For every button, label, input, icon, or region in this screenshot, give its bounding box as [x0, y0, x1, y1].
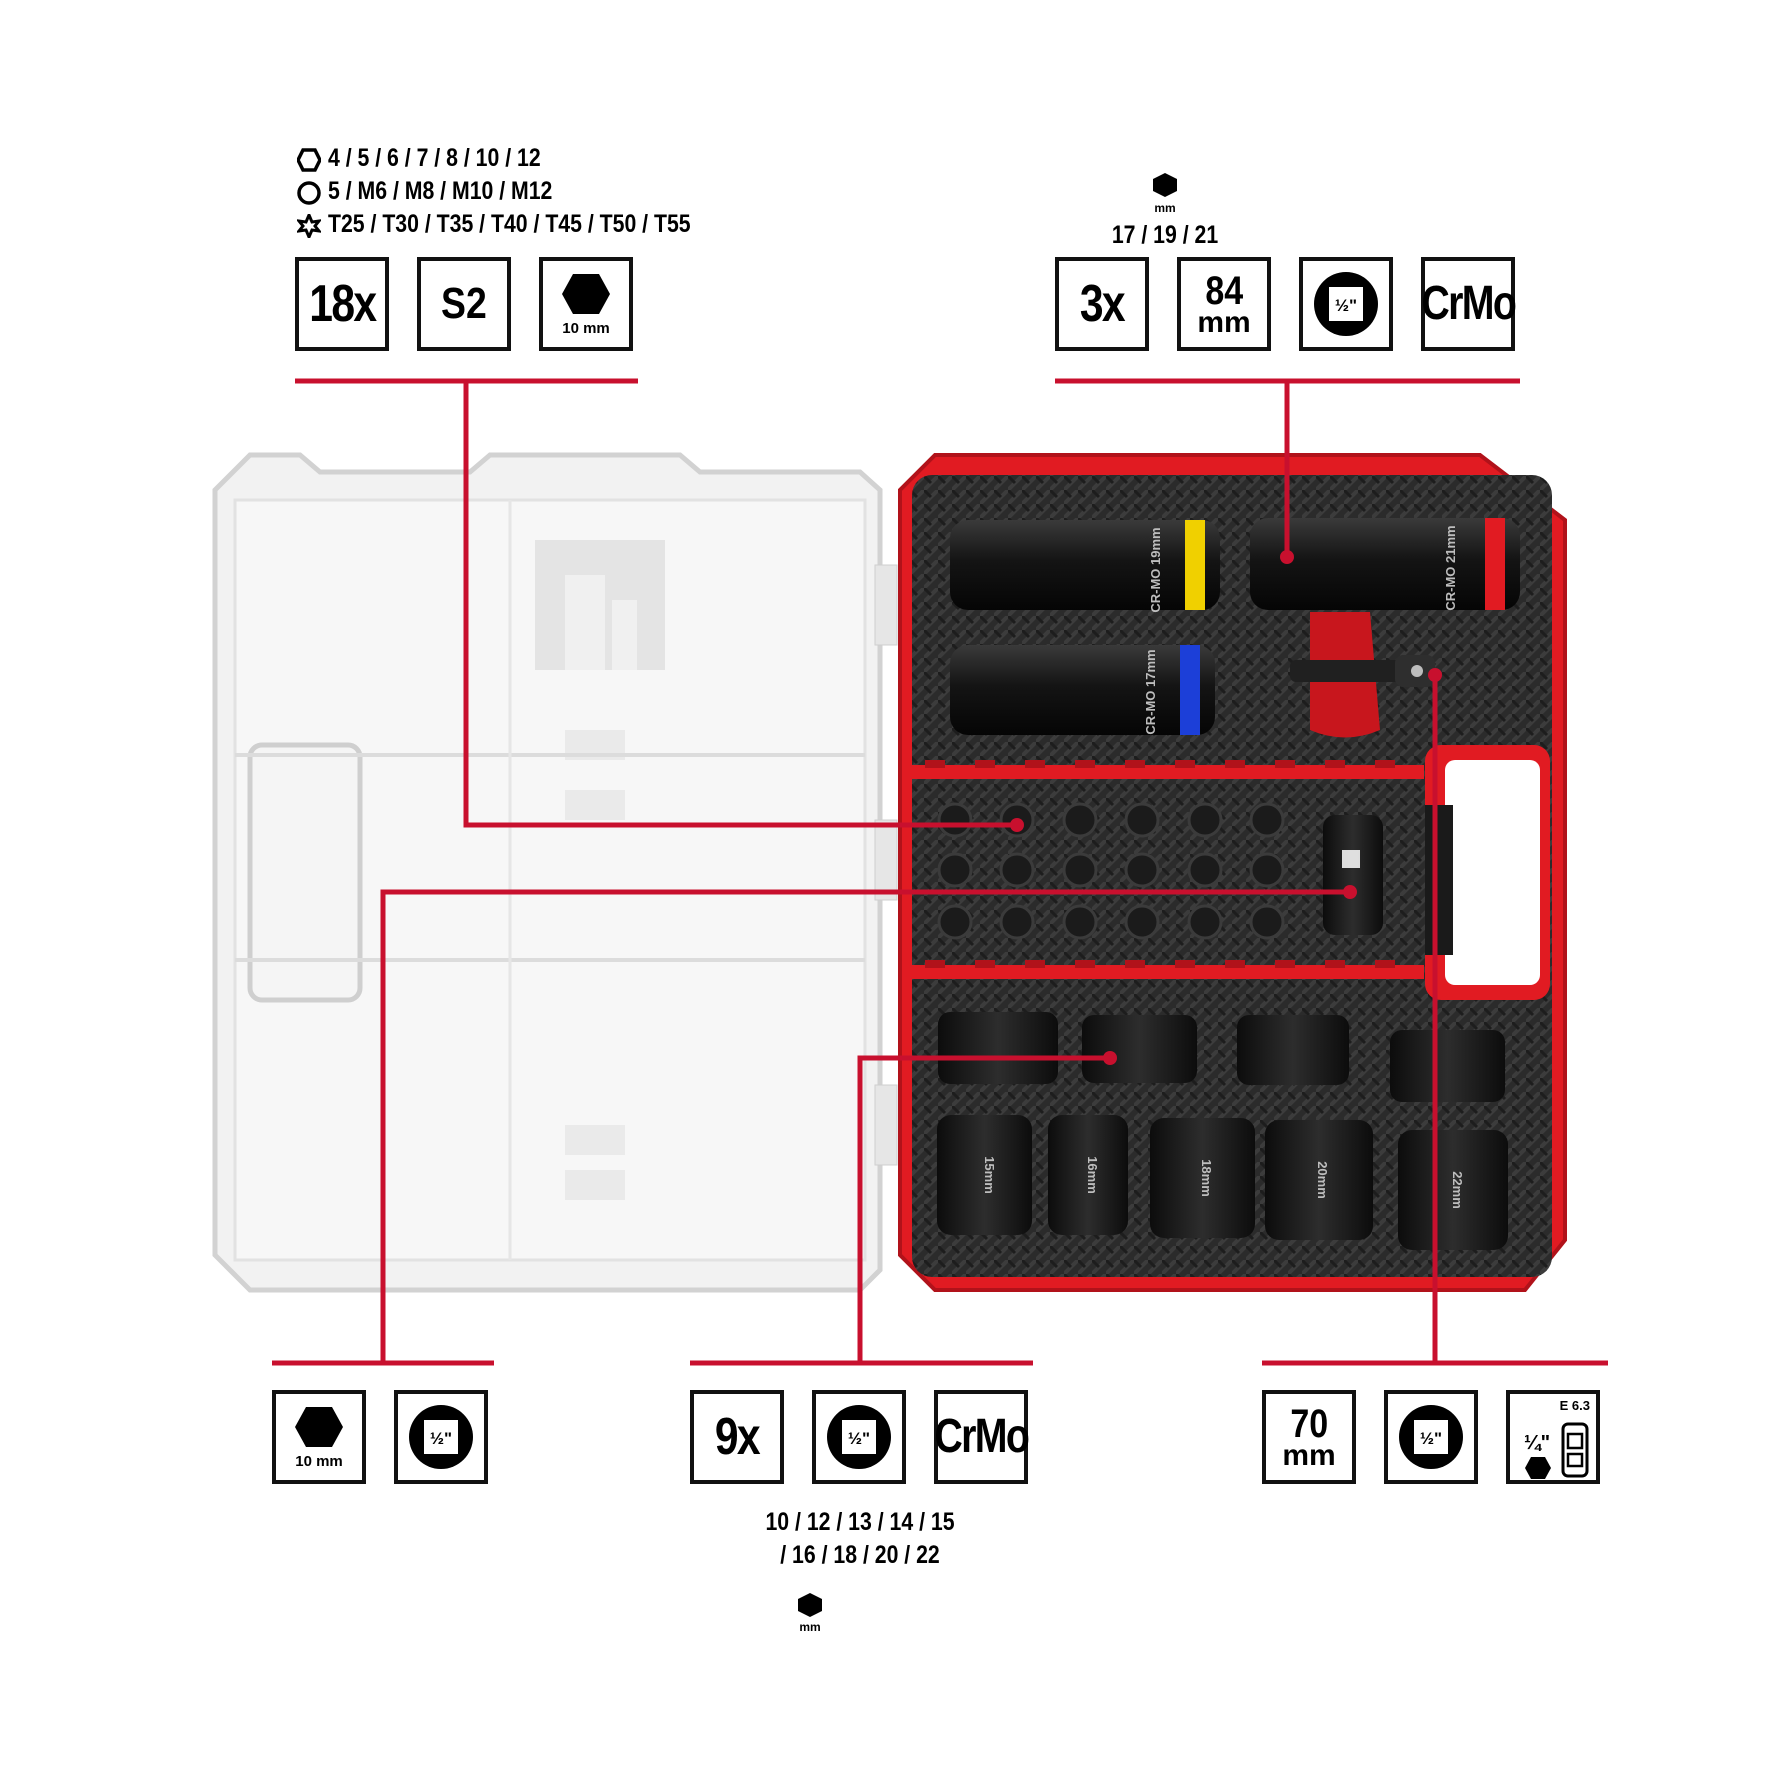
spline-bit-sizes: 5 / M6 / M8 / M10 / M12 — [328, 177, 553, 205]
svg-text:½": ½" — [430, 1429, 452, 1448]
hex-outline-icon — [296, 148, 322, 172]
socket-label-17mm: CR-MO 17mm — [1143, 649, 1158, 734]
spline-outline-icon — [297, 181, 321, 205]
socket-label-22mm: 22mm — [1450, 1171, 1465, 1209]
hex-solid-icon — [1525, 1457, 1551, 1479]
callout-dots — [1010, 550, 1442, 1065]
torx-bit-sizes: T25 / T30 / T35 / T40 / T45 / T50 / T55 — [328, 210, 691, 238]
socket-label-15mm: 15mm — [982, 1156, 997, 1194]
short-socket-drive-badge: ½" — [812, 1390, 906, 1484]
socket-label-20mm: 20mm — [1315, 1161, 1330, 1199]
adapter-length-badge: 70 mm — [1262, 1390, 1356, 1484]
size-unit-label: mm — [799, 1620, 821, 1634]
short-sockets-row1 — [938, 1012, 1505, 1102]
long-socket-count-badge: 3x — [1055, 257, 1149, 351]
long-socket-length-badge: 84 mm — [1177, 257, 1271, 351]
adapter-drive-badge: ½" — [1384, 1390, 1478, 1484]
svg-text:½": ½" — [1335, 296, 1357, 315]
hex-solid-icon — [295, 1406, 343, 1447]
socket-label-16mm: 16mm — [1085, 1156, 1100, 1194]
bit-holder-socket — [1323, 815, 1383, 935]
transparent-case-lid — [212, 452, 898, 1293]
hex-solid-icon — [797, 1592, 823, 1618]
long-socket-drive-badge: ½" — [1299, 257, 1393, 351]
torx-outline-icon — [295, 211, 323, 241]
socket-label-18mm: 18mm — [1199, 1159, 1214, 1197]
bit-count-badge: 18x — [295, 257, 389, 351]
short-socket-sizes-line2: / 16 / 18 / 20 / 22 — [780, 1541, 940, 1569]
short-socket-sizes-line1: 10 / 12 / 13 / 14 / 15 — [765, 1508, 955, 1536]
bit-material-badge: S2 — [417, 257, 511, 351]
callout-lines — [272, 378, 1608, 1366]
short-sockets-row2: 15mm 16mm 18mm 20mm 22mm — [937, 1115, 1508, 1250]
adapter-bit-standard-badge: E 6.3 ¼" — [1506, 1390, 1600, 1484]
long-socket-sizes: 17 / 19 / 21 — [1111, 221, 1219, 249]
long-socket-21mm: CR-MO 21mm — [1250, 518, 1520, 611]
bit-adapter — [1290, 612, 1435, 738]
hex-bit-sizes: 4 / 5 / 6 / 7 / 8 / 10 / 12 — [328, 144, 541, 172]
long-socket-material-badge: CrMo — [1421, 257, 1517, 351]
bit-holder-icon — [1561, 1422, 1589, 1478]
bit-rows — [937, 802, 1285, 940]
square-drive-icon: ½" — [1314, 272, 1378, 336]
hex-solid-icon — [562, 273, 610, 314]
long-socket-19mm: CR-MO 19mm — [950, 520, 1220, 613]
square-drive-icon: ½" — [827, 1405, 891, 1469]
square-drive-icon: ½" — [1399, 1405, 1463, 1469]
svg-text:½": ½" — [848, 1429, 870, 1448]
hex-solid-icon — [1152, 172, 1178, 198]
holder-drive-badge: ½" — [394, 1390, 488, 1484]
svg-text:½": ½" — [1420, 1429, 1442, 1448]
square-drive-icon: ½" — [409, 1405, 473, 1469]
socket-label-21mm: CR-MO 21mm — [1443, 525, 1458, 610]
holder-hex-size-badge: 10 mm — [272, 1390, 366, 1484]
socket-label-19mm: CR-MO 19mm — [1148, 527, 1163, 612]
long-socket-17mm: CR-MO 17mm — [950, 645, 1215, 735]
short-socket-material-badge: CrMo — [934, 1390, 1030, 1484]
size-unit-label: mm — [1154, 201, 1176, 215]
bit-hex-size-badge: 10 mm — [539, 257, 633, 351]
short-socket-count-badge: 9x — [690, 1390, 784, 1484]
